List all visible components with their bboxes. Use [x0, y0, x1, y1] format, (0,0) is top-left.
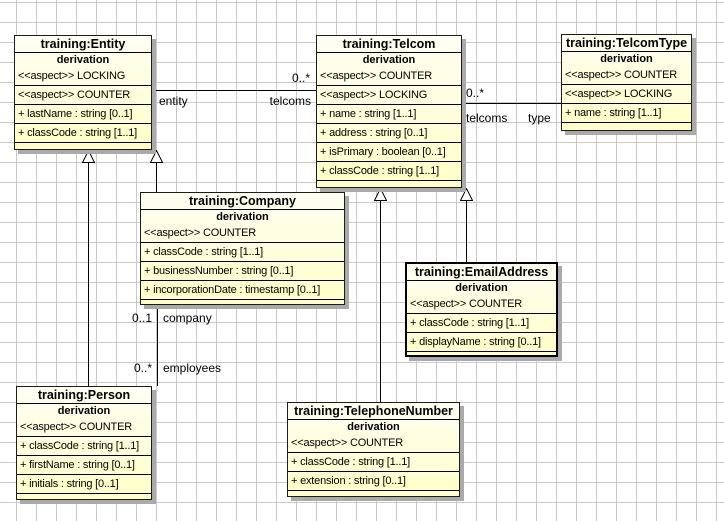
class-derivation-label: derivation [216, 211, 269, 223]
class-title[interactable]: training:TelephoneNumber [288, 403, 459, 420]
class-aspect-row[interactable]: <<aspect>> COUNTER [288, 434, 459, 453]
class-box-company[interactable]: training:Company derivation <<aspect>> C… [140, 192, 345, 305]
role-label-telcoms[interactable]: telcoms [466, 111, 508, 125]
generalization-edge-telephonenumber-telcom[interactable] [380, 201, 381, 402]
generalization-edge-company-entity[interactable] [156, 163, 157, 192]
role-label-entity[interactable]: entity [159, 94, 188, 108]
class-aspect-row[interactable]: <<aspect>> LOCKING [317, 86, 461, 105]
multiplicity-label[interactable]: 0..* [466, 86, 485, 100]
class-attribute-row[interactable]: + classCode : string [1..1] [17, 437, 151, 456]
class-derivation-label: derivation [455, 282, 508, 294]
class-aspect-row[interactable]: <<aspect>> LOCKING [15, 67, 151, 86]
role-label-type[interactable]: type [528, 111, 551, 125]
generalization-arrow-icon [374, 188, 387, 201]
generalization-edge-person-entity[interactable] [88, 163, 89, 386]
class-derivation-label: derivation [362, 54, 416, 66]
class-title[interactable]: training:Entity [15, 36, 151, 53]
class-box-filler [317, 181, 461, 187]
multiplicity-label[interactable]: 0..1 [131, 311, 152, 325]
class-derivation-label: derivation [600, 53, 653, 65]
class-attribute-row[interactable]: + address : string [0..1] [317, 124, 461, 143]
role-label-employees[interactable]: employees [163, 361, 222, 375]
class-box-filler [407, 352, 556, 355]
class-title[interactable]: training:EmailAddress [407, 264, 556, 281]
class-attribute-row[interactable]: + classCode : string [1..1] [288, 453, 459, 472]
class-attribute-row[interactable]: + lastName : string [0..1] [15, 105, 151, 124]
class-attribute-row[interactable]: + name : string [1..1] [562, 104, 691, 123]
class-aspect-row[interactable]: <<aspect>> LOCKING [562, 85, 691, 104]
class-aspect-row[interactable]: <<aspect>> COUNTER [141, 224, 344, 243]
class-box-emailaddress[interactable]: training:EmailAddress derivation <<aspec… [405, 262, 558, 357]
class-attribute-row[interactable]: + classCode : string [1..1] [141, 243, 344, 262]
class-attribute-row[interactable]: + extension : string [0..1] [288, 472, 459, 491]
class-aspect-row[interactable]: <<aspect>> COUNTER [407, 295, 556, 314]
class-title[interactable]: training:Telcom [317, 36, 461, 53]
multiplicity-label[interactable]: 0..* [291, 71, 310, 85]
role-label-telcoms[interactable]: telcoms [269, 94, 311, 108]
class-aspect-row[interactable]: <<aspect>> COUNTER [17, 418, 151, 437]
multiplicity-label[interactable]: 0..* [133, 361, 152, 375]
generalization-arrow-icon [460, 188, 473, 201]
class-derivation-label: derivation [347, 421, 400, 433]
class-title[interactable]: training:Person [17, 387, 151, 404]
class-box-filler [15, 143, 151, 149]
class-derivation-label: derivation [57, 405, 111, 417]
class-box-person[interactable]: training:Person derivation <<aspect>> CO… [16, 386, 152, 500]
class-attribute-row[interactable]: + classCode : string [1..1] [15, 124, 151, 143]
generalization-arrow-icon [150, 150, 163, 163]
class-attribute-row[interactable]: + displayName : string [0..1] [407, 333, 556, 352]
class-box-telephonenumber[interactable]: training:TelephoneNumber derivation <<as… [287, 402, 460, 497]
class-aspect-row[interactable]: <<aspect>> COUNTER [317, 67, 461, 86]
class-attribute-row[interactable]: + incorporationDate : timestamp [0..1] [141, 281, 344, 300]
class-title[interactable]: training:Company [141, 193, 344, 210]
class-attribute-row[interactable]: + businessNumber : string [0..1] [141, 262, 344, 281]
generalization-edge-emailaddress-telcom[interactable] [466, 201, 467, 262]
class-box-telcomtype[interactable]: training:TelcomType derivation <<aspect>… [561, 34, 692, 131]
generalization-arrow-icon [82, 150, 95, 163]
role-label-company[interactable]: company [163, 311, 212, 325]
class-aspect-row[interactable]: <<aspect>> COUNTER [562, 66, 691, 85]
class-attribute-row[interactable]: + classCode : string [1..1] [317, 162, 461, 181]
class-box-filler [288, 491, 459, 496]
class-box-telcom[interactable]: training:Telcom derivation <<aspect>> CO… [316, 35, 462, 188]
class-box-filler [562, 123, 691, 130]
class-box-filler [17, 494, 151, 499]
association-edge-company-person[interactable] [157, 306, 158, 386]
class-attribute-row[interactable]: + name : string [1..1] [317, 105, 461, 124]
class-derivation-label: derivation [56, 54, 110, 66]
class-title[interactable]: training:TelcomType [562, 35, 691, 52]
class-aspect-row[interactable]: <<aspect>> COUNTER [15, 86, 151, 105]
class-attribute-row[interactable]: + initials : string [0..1] [17, 475, 151, 494]
class-box-filler [141, 300, 344, 304]
class-box-entity[interactable]: training:Entity derivation <<aspect>> LO… [14, 35, 152, 150]
class-attribute-row[interactable]: + firstName : string [0..1] [17, 456, 151, 475]
class-attribute-row[interactable]: + isPrimary : boolean [0..1] [317, 143, 461, 162]
class-attribute-row[interactable]: + classCode : string [1..1] [407, 314, 556, 333]
association-edge-entity-telcom[interactable] [152, 90, 316, 91]
association-edge-telcom-telcomtype[interactable] [462, 103, 561, 104]
